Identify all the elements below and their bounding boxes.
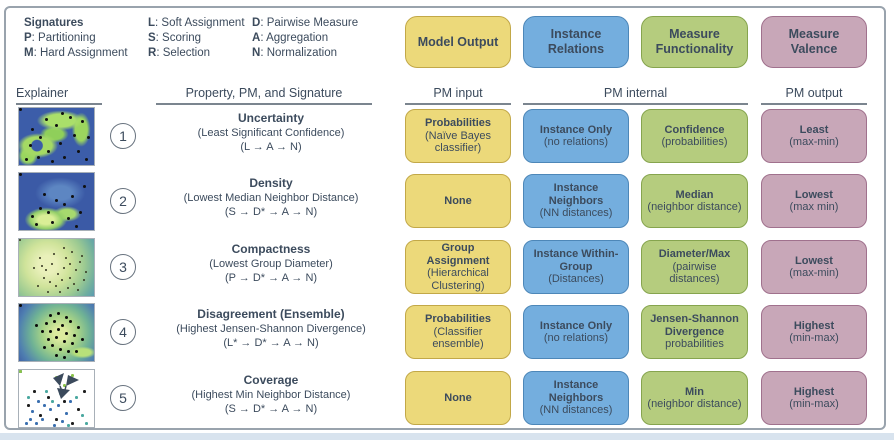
legend-entry: L: Soft Assignment [148,17,245,29]
explainer-thumbnail-compactness [18,238,95,297]
legend-entry: R: Selection [148,47,211,59]
cell-instance-relations: Instance Only(no relations) [523,305,629,359]
property-detail: (Highest Min Neighbor Distance) [191,388,351,401]
legend-entry: M: Hard Assignment [24,47,128,59]
legend-entry: P: Partitioning [24,32,96,44]
cell-model-output: Group Assignment(Hierarchical Clustering… [405,240,511,294]
cell-instance-relations: Instance Neighbors(NN distances) [523,371,629,425]
cell-model-output: Probabilities(Classifier ensemble) [405,305,511,359]
cell-model-output: None [405,174,511,228]
row-number: 2 [110,188,136,214]
property-detail: (Highest Jensen-Shannon Divergence) [176,322,366,335]
row-number: 4 [110,319,136,345]
cell-measure-functionality: Diameter/Max(pairwise distances) [641,240,748,294]
cell-instance-relations: Instance Within-Group(Distances) [523,240,629,294]
table-row: 2 Density (Lowest Median Neighbor Distan… [6,171,884,233]
cell-measure-functionality: Min(neighbor distance) [641,371,748,425]
cell-measure-valence: Least(max-min) [761,109,867,163]
property-detail: (Least Significant Confidence) [197,126,345,139]
property-detail: (Lowest Median Neighbor Distance) [183,191,359,204]
property-signature: (L* → D* → A → N) [223,337,319,349]
legend-title: Signatures [24,17,84,29]
arrow-marks [53,373,79,399]
property-title: Compactness [231,242,311,256]
explainer-thumbnail-disagreement [18,303,95,362]
property-cell: Coverage (Highest Min Neighbor Distance)… [152,373,390,417]
property-cell: Density (Lowest Median Neighbor Distance… [152,176,390,220]
legend-entry: N: Normalization [252,47,338,59]
row-number: 1 [110,123,136,149]
figure-frame: Signatures P: Partitioning M: Hard Assig… [4,6,886,430]
cell-measure-valence: Lowest(max-min) [761,240,867,294]
property-title: Density [249,176,293,190]
property-title: Uncertainty [237,111,305,125]
cell-model-output: Probabilities(Naïve Bayes classifier) [405,109,511,163]
property-signature: (S → D* → A → N) [224,403,318,415]
cell-instance-relations: Instance Only(no relations) [523,109,629,163]
cell-measure-valence: Lowest(max min) [761,174,867,228]
row-number: 5 [110,385,136,411]
property-cell: Compactness (Lowest Group Diameter) (P →… [152,242,390,286]
background-strip [0,433,894,440]
cell-instance-relations: Instance Neighbors(NN distances) [523,174,629,228]
property-cell: Disagreement (Ensemble) (Highest Jensen-… [152,307,390,351]
explainer-thumbnail-density [18,172,95,231]
property-title: Coverage [243,373,299,387]
column-header-pm-output: PM output [761,86,867,105]
legend-column-1: Signatures P: Partitioning M: Hard Assig… [24,16,128,61]
cell-measure-valence: Highest(min-max) [761,371,867,425]
category-measure-functionality: Measure Functionality [641,16,748,68]
column-header-pm-input: PM input [405,86,511,105]
table-row: 1 Uncertainty (Least Significant Confide… [6,106,884,168]
column-header-pm-internal: PM internal [523,86,748,105]
legend-column-3: D: Pairwise Measure A: Aggregation N: No… [252,16,358,61]
legend-entry: S: Scoring [148,32,202,44]
explainer-thumbnail-coverage [18,369,95,428]
table-row: 5 Coverage (Highest Min Neighbor Distanc… [6,368,884,430]
table-row: 3 Compactness (Lowest Group Diameter) (P… [6,237,884,299]
category-measure-valence: Measure Valence [761,16,867,68]
property-signature: (S → D* → A → N) [224,206,318,218]
cell-measure-functionality: Confidence(probabilities) [641,109,748,163]
explainer-thumbnail-uncertainty [18,107,95,166]
property-detail: (Lowest Group Diameter) [209,257,333,270]
table-row: 4 Disagreement (Ensemble) (Highest Jense… [6,302,884,364]
property-title: Disagreement (Ensemble) [197,307,345,321]
category-instance-relations: Instance Relations [523,16,629,68]
category-model-output: Model Output [405,16,511,68]
row-number: 3 [110,254,136,280]
legend-column-2: L: Soft Assignment S: Scoring R: Selecti… [148,16,245,61]
cell-model-output: None [405,371,511,425]
column-header-explainer: Explainer [16,86,102,105]
cell-measure-valence: Highest(min-max) [761,305,867,359]
property-signature: (L → A → N) [240,141,302,153]
legend-entry: A: Aggregation [252,32,329,44]
cell-measure-functionality: Median(neighbor distance) [641,174,748,228]
column-header-property: Property, PM, and Signature [156,86,372,105]
legend-entry: D: Pairwise Measure [252,17,359,29]
property-cell: Uncertainty (Least Significant Confidenc… [152,111,390,155]
property-signature: (P → D* → A → N) [224,272,318,284]
